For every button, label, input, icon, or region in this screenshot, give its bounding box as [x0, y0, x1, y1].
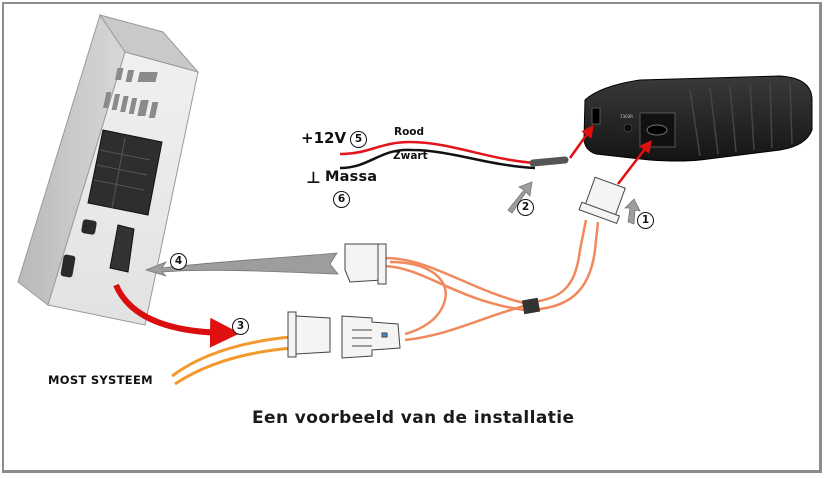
arrow-step-1 [624, 198, 641, 225]
connector-most-female [341, 315, 401, 359]
connector-most-male [287, 311, 331, 358]
arrow-step-3 [113, 283, 240, 348]
ground-label: Massa [325, 169, 378, 185]
radio-small-port-lower [60, 254, 76, 278]
arrow-to-fiber-port [617, 140, 652, 185]
radio-small-port-upper [81, 219, 97, 235]
red-wire [339, 140, 536, 165]
connector-pins [93, 137, 151, 209]
car-radio-head-unit [17, 13, 200, 326]
power-12v-label: +12V [301, 129, 347, 147]
cable-sheath [529, 156, 569, 167]
fiber-a [384, 219, 588, 305]
most-fibers [171, 335, 293, 386]
fiber-splice-sleeve [521, 297, 541, 315]
fiber-c [404, 304, 525, 342]
fiber-loop [389, 260, 447, 336]
interface-module: 7303R [583, 75, 813, 162]
module-fiber-socket [646, 124, 668, 136]
step-badge-4: 4 [170, 253, 187, 270]
module-button [623, 123, 633, 133]
radio-vent-slots [103, 68, 159, 118]
module-ribs [689, 81, 793, 157]
module-connector-marking: 7303R [620, 114, 633, 119]
connector-module-side [578, 176, 626, 225]
grey-arrows [144, 181, 641, 277]
connector-radio-side [344, 243, 387, 285]
arrow-step-2 [507, 181, 533, 214]
power-cable [339, 140, 569, 170]
red-arrows [568, 124, 652, 185]
module-body [583, 75, 813, 162]
radio-most-port [109, 224, 135, 273]
step-badge-1: 1 [637, 212, 654, 229]
step-badge-3: 3 [232, 318, 249, 335]
step-badge-2: 2 [517, 199, 534, 216]
arrow-step-4 [144, 252, 339, 277]
diagram-caption: Een voorbeeld van de installatie [252, 408, 575, 428]
arrow-to-power-port [568, 124, 594, 159]
step-badge-6: 6 [333, 191, 350, 208]
black-wire [339, 148, 536, 170]
fiber-harness [384, 219, 600, 342]
step-badge-5: 5 [350, 131, 367, 148]
ground-icon: ⊥ [306, 168, 321, 187]
module-power-port [591, 107, 601, 125]
black-wire-label: Zwart [393, 150, 428, 162]
most-system-label: MOST SYSTEEM [48, 373, 153, 387]
red-wire-label: Rood [394, 126, 425, 138]
